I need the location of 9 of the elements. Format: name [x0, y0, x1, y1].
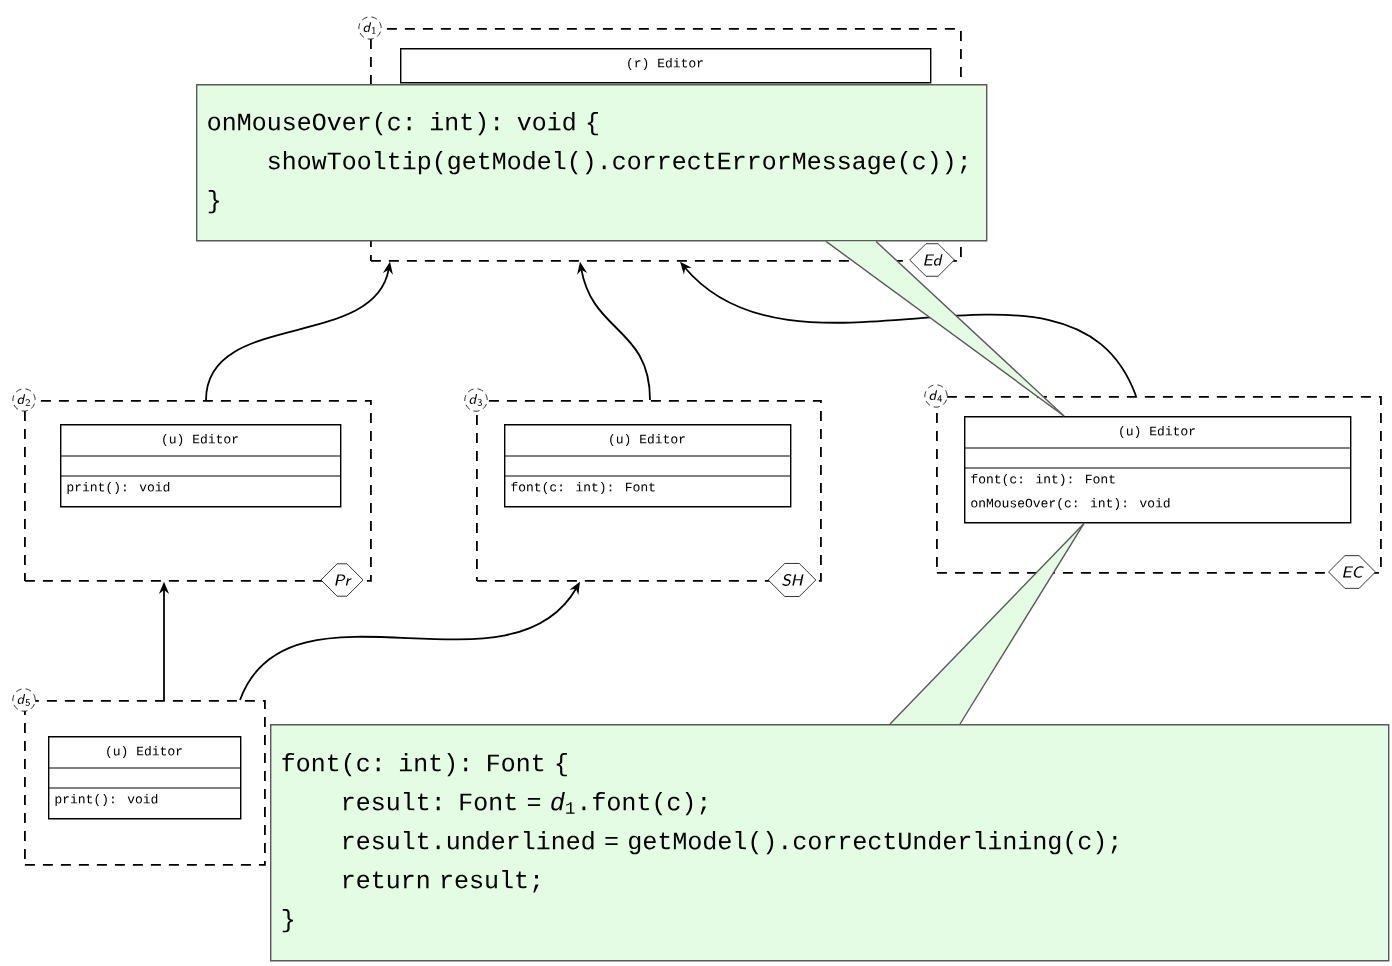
- class-box: [503, 424, 792, 508]
- tag-hexagon: Pr: [320, 563, 364, 597]
- class-box: [400, 48, 932, 84]
- class-box: [47, 736, 242, 820]
- class-box: [59, 424, 342, 508]
- tag-hexagon: SH: [767, 563, 817, 597]
- class-box: [963, 416, 1352, 524]
- tag-hexagon: EC: [1328, 555, 1376, 589]
- tag-hexagon: Ed: [909, 243, 955, 277]
